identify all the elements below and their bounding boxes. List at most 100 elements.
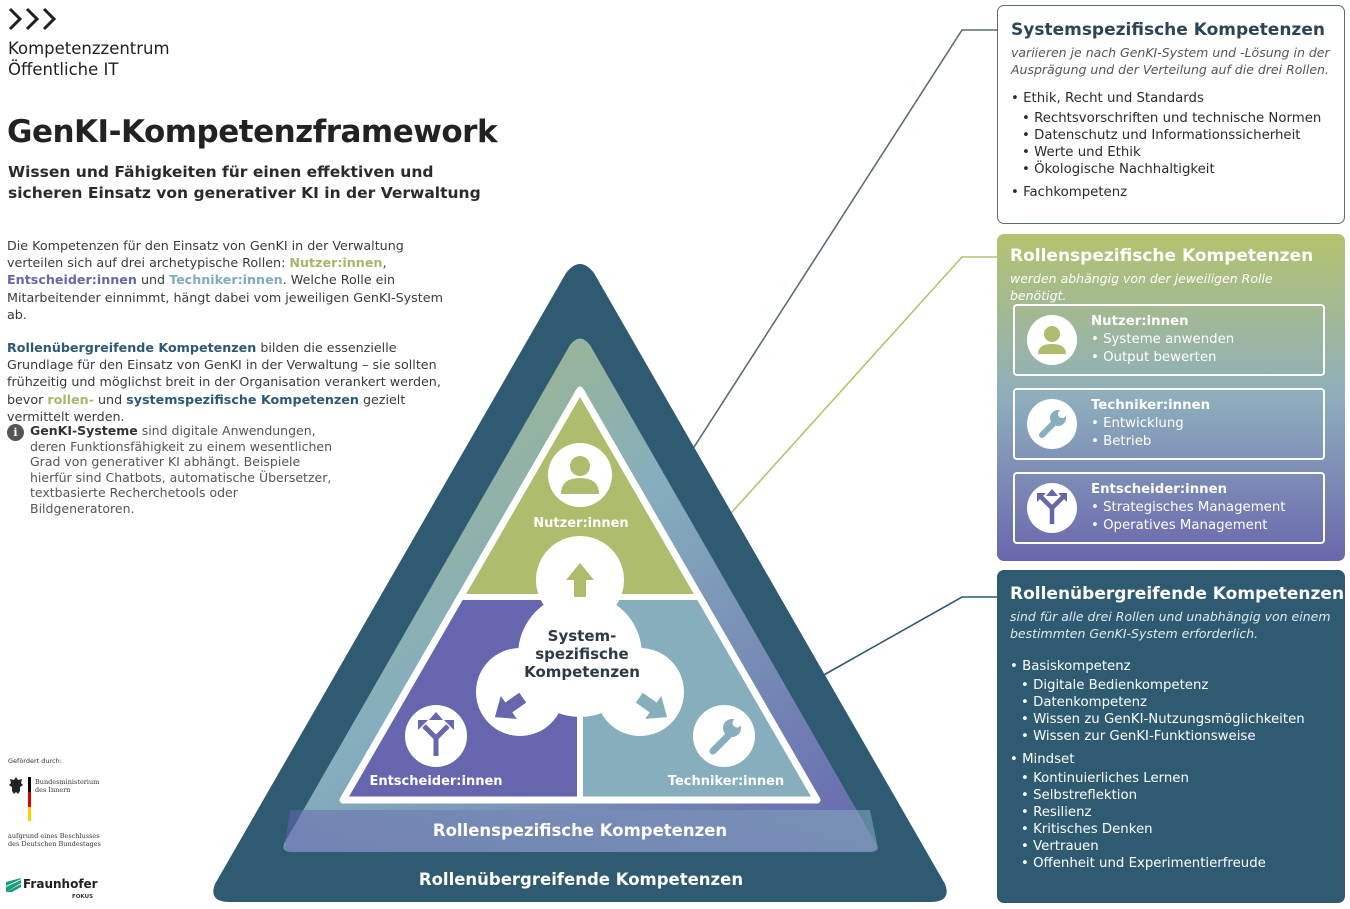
- list-item: Offenheit und Experimentierfreude: [1021, 855, 1332, 872]
- role-card-techniker: Techniker:innen • Entwicklung • Betrieb: [1013, 388, 1325, 460]
- highlight-nutzer: Nutzer:innen: [289, 255, 383, 271]
- intro-text: Die Kompetenzen für den Einsatz von GenK…: [7, 237, 452, 441]
- role-item: • Strategisches Management: [1091, 500, 1286, 515]
- list-item: Digitale Bedienkompetenz: [1021, 677, 1332, 694]
- page-title: GenKI-Kompetenzframework: [7, 114, 498, 150]
- center-label-1: System-: [548, 627, 617, 645]
- fraunhofer-mark-icon: [6, 878, 21, 892]
- german-flag-icon: [28, 777, 31, 821]
- list-item: Datenkompetenz: [1021, 694, 1332, 711]
- role-card-content: Nutzer:innen • Systeme anwenden • Output…: [1091, 313, 1234, 367]
- role-item: • Output bewerten: [1091, 350, 1217, 365]
- connector-system: [616, 29, 997, 568]
- role-item-text: Output bewerten: [1103, 350, 1217, 365]
- list-item-label: Mindset: [1022, 752, 1075, 767]
- highlight-techniker: Techniker:innen: [169, 272, 283, 288]
- cross-role-box: Rollenübergreifende Kompetenzen sind für…: [997, 570, 1345, 903]
- list-item: Ethik, Recht und Standards Rechtsvorschr…: [1011, 90, 1331, 178]
- connector-cross: [821, 596, 997, 677]
- highlight-entscheider: Entscheider:innen: [7, 272, 137, 288]
- sub-list: Rechtsvorschriften und technische Normen…: [1011, 110, 1331, 178]
- role-name: Entscheider:innen: [1091, 482, 1228, 497]
- intro-text-part: . Welche Rolle ein Mitarbeitender einnim…: [7, 272, 443, 322]
- highlight-rollen: rollen-: [47, 391, 94, 407]
- cross-box-desc: sind für alle drei Rollen und unabhängig…: [1010, 609, 1331, 641]
- system-specific-box: Systemspezifische Kompetenzen variieren …: [997, 5, 1345, 224]
- list-item: Wissen zu GenKI-Nutzungsmöglichkeiten: [1021, 711, 1332, 728]
- list-item: Fachkompetenz: [1011, 184, 1331, 201]
- intro-text-part: ,: [382, 255, 387, 271]
- sub-list: Kontinuierliches Lernen Selbstreflektion…: [1010, 770, 1332, 872]
- connector-role: [704, 256, 997, 543]
- list-item-label: Basiskompetenz: [1022, 659, 1131, 674]
- list-item: Datenschutz und Informationssicherheit: [1022, 127, 1331, 144]
- role-name: Nutzer:innen: [1091, 314, 1189, 329]
- role-card-content: Techniker:innen • Entwicklung • Betrieb: [1091, 397, 1210, 451]
- highlight-system: systemspezifische Kompetenzen: [126, 391, 359, 407]
- intro-paragraph-2: Rollenübergreifende Kompetenzen bilden d…: [7, 339, 452, 425]
- page-subtitle: Wissen und Fähigkeiten für einen effekti…: [8, 163, 481, 202]
- role-item-text: Strategisches Management: [1103, 500, 1286, 515]
- role-label-techniker: Techniker:innen: [668, 774, 784, 789]
- role-card-icon: [1027, 483, 1077, 533]
- highlight-cross: Rollenübergreifende Kompetenzen: [7, 340, 257, 356]
- info-text: GenKI-Systeme sind digitale Anwendungen,…: [30, 423, 337, 516]
- info-note: i GenKI-Systeme sind digitale Anwendunge…: [7, 423, 337, 516]
- ministry-name: Bundesministerium des Innern: [35, 778, 99, 794]
- decision-line-2: des Deutschen Bundestages: [8, 840, 101, 848]
- list-item: Resilienz: [1021, 804, 1332, 821]
- role-item-text: Systeme anwenden: [1103, 332, 1235, 347]
- role-specific-box: Rollenspezifische Kompetenzen werden abh…: [997, 234, 1345, 561]
- center-label-3: Kompetenzen: [524, 663, 640, 681]
- org-line-1: Kompetenzzentrum: [8, 39, 170, 58]
- list-item: Ökologische Nachhaltigkeit: [1022, 161, 1331, 178]
- arrow-down-right-icon: [635, 692, 668, 719]
- system-box-desc: variieren je nach GenKI-System und -Lösu…: [1011, 45, 1330, 77]
- role-item: • Betrieb: [1091, 434, 1152, 449]
- middle-layer-label: Rollenspezifische Kompetenzen: [433, 821, 727, 840]
- ministry-line-2: des Innern: [35, 786, 71, 794]
- role-label-nutzer: Nutzer:innen: [533, 516, 628, 531]
- role-label-entscheider: Entscheider:innen: [369, 774, 502, 789]
- list-item: Rechtsvorschriften und technische Normen: [1022, 110, 1331, 127]
- arrow-up-icon: [566, 563, 594, 597]
- intro-paragraph-1: Die Kompetenzen für den Einsatz von GenK…: [7, 237, 452, 323]
- list-item: Werte und Ethik: [1022, 144, 1331, 161]
- split-arrows-icon: [405, 705, 467, 767]
- user-icon: [548, 443, 612, 507]
- role-box-desc: werden abhängig von der jeweiligen Rolle…: [1010, 271, 1273, 303]
- chevrons-logo-icon: [8, 7, 57, 31]
- cross-list: Basiskompetenz Digitale Bedienkompetenz …: [1010, 658, 1332, 872]
- intro-text-part: und: [93, 391, 127, 407]
- list-item: Kritisches Denken: [1021, 821, 1332, 838]
- sub-list: Digitale Bedienkompetenz Datenkompetenz …: [1010, 677, 1332, 745]
- role-item-text: Operatives Management: [1103, 518, 1268, 533]
- split-arrows-icon: [1037, 489, 1067, 524]
- list-item: Mindset Kontinuierliches Lernen Selbstre…: [1010, 751, 1332, 872]
- eagle-icon: [9, 777, 23, 794]
- role-card-icon: [1027, 315, 1077, 365]
- role-name: Techniker:innen: [1091, 398, 1211, 413]
- wrench-icon: [693, 705, 755, 767]
- cross-box-title: Rollenübergreifende Kompetenzen: [1010, 584, 1345, 604]
- role-card-icon: [1027, 399, 1077, 449]
- role-card-entscheider: Entscheider:innen • Strategisches Manage…: [1013, 472, 1325, 544]
- list-item: Selbstreflektion: [1021, 787, 1332, 804]
- funding-label: Gefördert durch:: [8, 757, 62, 765]
- role-card-nutzer: Nutzer:innen • Systeme anwenden • Output…: [1013, 304, 1325, 376]
- info-body: sind digitale Anwendungen, deren Funktio…: [30, 423, 333, 516]
- list-item: Basiskompetenz Digitale Bedienkompetenz …: [1010, 658, 1332, 745]
- role-item-text: Betrieb: [1103, 434, 1152, 449]
- bundestag-note: aufgrund eines Beschlusses des Deutschen…: [8, 832, 101, 848]
- intro-text-part: und: [136, 272, 170, 288]
- outer-layer-label: Rollenübergreifende Kompetenzen: [419, 870, 743, 889]
- wrench-icon: [1039, 410, 1066, 438]
- role-item: • Entwicklung: [1091, 416, 1184, 431]
- role-item: • Systeme anwenden: [1091, 332, 1235, 347]
- fokus-label: FOKUS: [72, 894, 94, 900]
- list-item: Wissen zur GenKI-Funktionsweise: [1021, 728, 1332, 745]
- org-line-2: Öffentliche IT: [8, 60, 119, 79]
- fraunhofer-name: Fraunhofer: [23, 877, 98, 891]
- role-card-content: Entscheider:innen • Strategisches Manage…: [1091, 481, 1285, 535]
